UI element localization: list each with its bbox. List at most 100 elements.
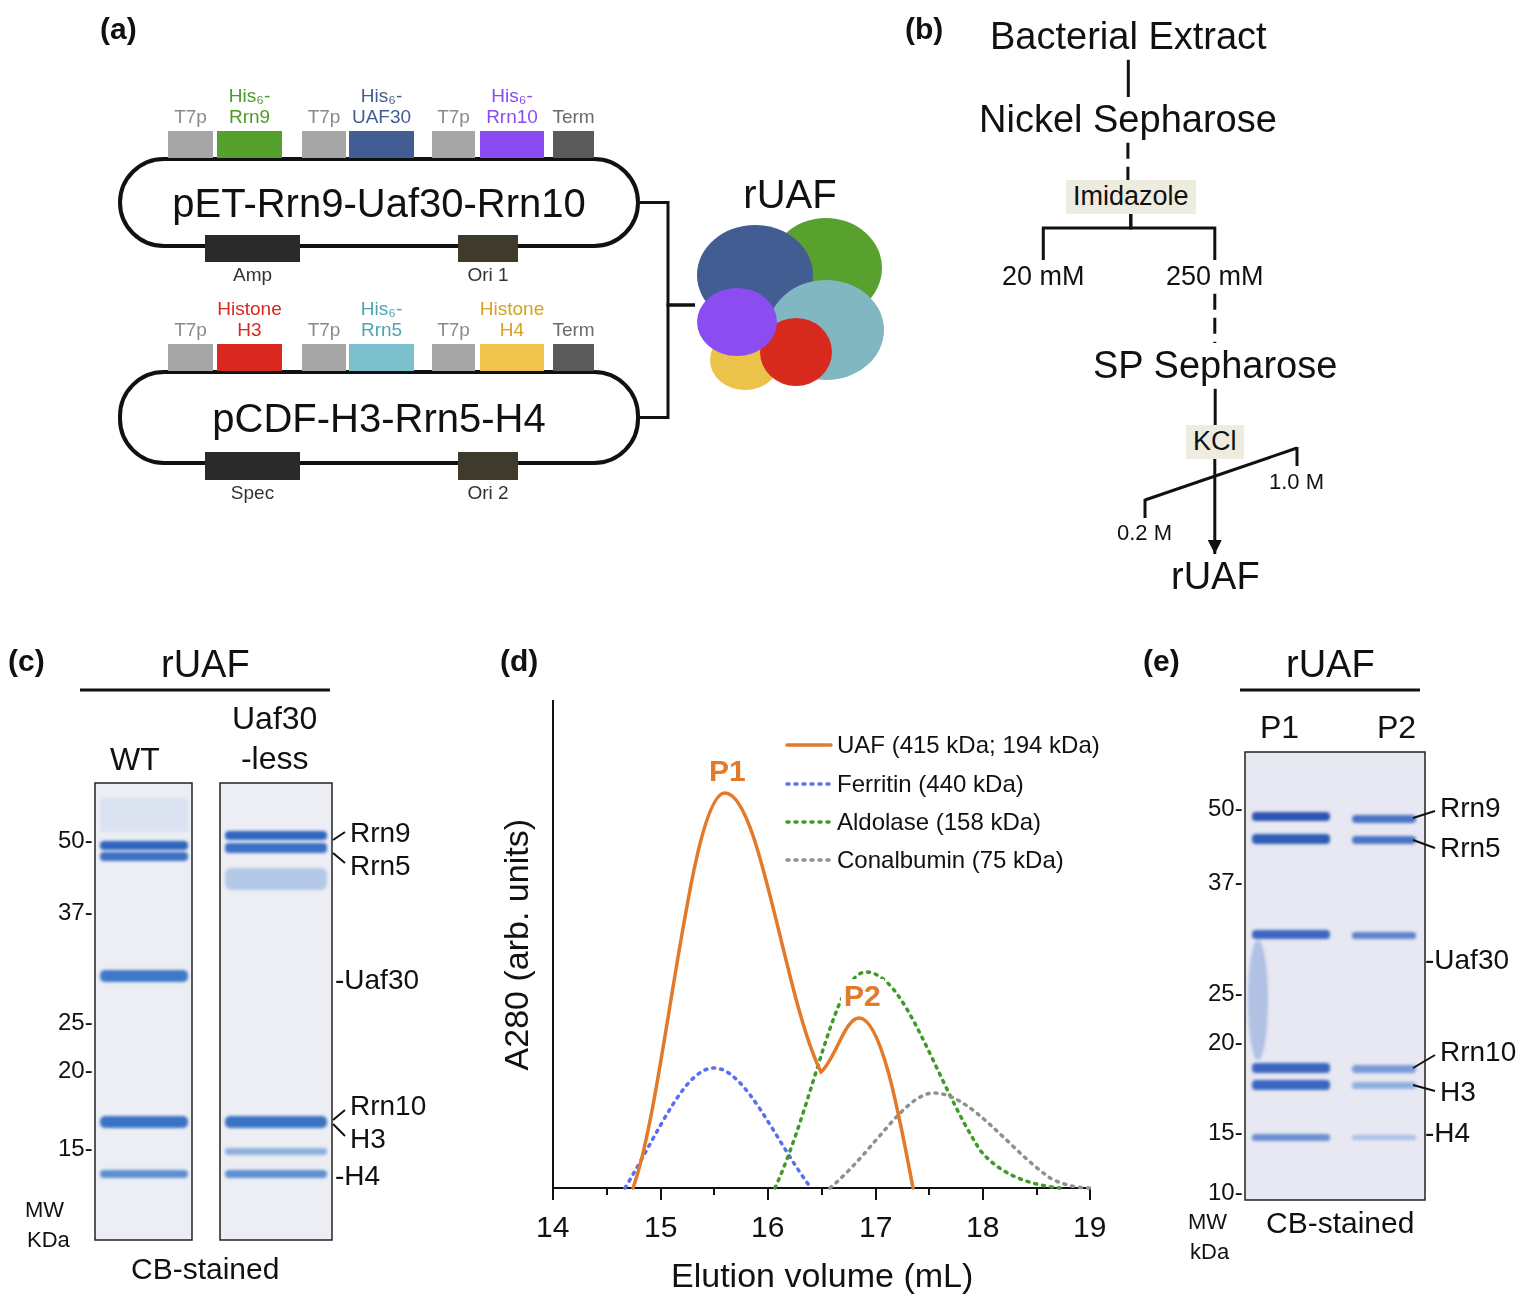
flow-step: rUAF bbox=[1167, 554, 1264, 600]
label-text: 10- bbox=[1208, 1179, 1243, 1205]
label-text: (e) bbox=[1143, 644, 1180, 677]
label-text: 14 bbox=[536, 1210, 569, 1243]
label-text: CB-stained bbox=[131, 1252, 279, 1285]
node-text: rUAF bbox=[1171, 556, 1260, 598]
legend-text: Ferritin (440 kDa) bbox=[837, 771, 1024, 797]
plasmid-element: Spec bbox=[205, 452, 300, 480]
legend-sample bbox=[785, 779, 833, 789]
gene-cassette: T7p bbox=[302, 344, 346, 371]
gel-image bbox=[1245, 752, 1425, 1200]
element-label: His₆- UAF30 bbox=[352, 86, 411, 128]
label-text: 1.0 M bbox=[1269, 470, 1324, 494]
element-label: T7p bbox=[308, 320, 341, 341]
gel-image bbox=[100, 1170, 188, 1178]
gel-image bbox=[1252, 1080, 1330, 1090]
gel-image bbox=[1252, 834, 1330, 844]
label-text: 20- bbox=[1208, 1029, 1243, 1055]
gel-image bbox=[1352, 815, 1416, 823]
chromatogram-curve bbox=[775, 972, 1060, 1188]
legend-sample bbox=[785, 855, 833, 865]
gel-image bbox=[225, 843, 327, 853]
label-text: Uaf30 -less bbox=[232, 698, 317, 778]
gel-image bbox=[1352, 836, 1416, 844]
label-text: 15- bbox=[1208, 1119, 1243, 1145]
element-label: T7p bbox=[174, 107, 207, 128]
complex-illustration bbox=[697, 218, 884, 390]
label-text: -H4 bbox=[1425, 1118, 1470, 1149]
label-text: 19 bbox=[1073, 1210, 1106, 1243]
label-text: Elution volume (mL) bbox=[671, 1257, 973, 1294]
chart-axes bbox=[767, 1188, 769, 1200]
label-text: 37- bbox=[1208, 869, 1243, 895]
gene-cassette: Histone H3 bbox=[217, 344, 282, 371]
node-text: rUAF bbox=[743, 172, 836, 216]
label-text: (c) bbox=[8, 644, 45, 677]
gene-cassette: Term bbox=[553, 344, 594, 371]
element-label: T7p bbox=[437, 320, 470, 341]
gel-image bbox=[225, 831, 327, 840]
leader-line bbox=[1413, 840, 1435, 848]
element-label: Spec bbox=[231, 483, 274, 504]
label-text: P1 bbox=[709, 754, 746, 787]
gene-cassette: Histone H4 bbox=[480, 344, 544, 371]
gel-image bbox=[225, 1148, 327, 1155]
connector bbox=[640, 305, 695, 418]
leader-line bbox=[1413, 1055, 1435, 1068]
label-text: 0.2 M bbox=[1117, 521, 1172, 545]
label-text: Rrn9 bbox=[1440, 793, 1501, 824]
label-text: CB-stained bbox=[1266, 1206, 1414, 1239]
label-text: 17 bbox=[859, 1210, 892, 1243]
flow-step: 250 mM bbox=[1162, 260, 1268, 294]
chart-axes bbox=[875, 1188, 877, 1200]
legend-sample bbox=[787, 782, 831, 786]
gel-image bbox=[1352, 1065, 1416, 1073]
node-text: KCl bbox=[1193, 427, 1237, 457]
connector bbox=[640, 203, 695, 306]
label-text: Rrn9 bbox=[350, 818, 411, 849]
element-label: Amp bbox=[233, 265, 272, 286]
plasmid-element: Ori 1 bbox=[458, 235, 518, 262]
label-text: WT bbox=[110, 742, 160, 777]
gel-image bbox=[1252, 812, 1330, 821]
label-text: P2 bbox=[841, 979, 884, 1012]
leader-line bbox=[333, 832, 345, 840]
gel-image bbox=[1352, 1135, 1416, 1140]
flow-step: 20 mM bbox=[998, 260, 1089, 294]
label-text: P1 bbox=[1260, 710, 1299, 745]
flow-step: Bacterial Extract bbox=[986, 14, 1271, 60]
element-label: Ori 2 bbox=[467, 483, 508, 504]
gene-cassette: T7p bbox=[302, 131, 346, 158]
label-text: (b) bbox=[905, 12, 943, 45]
leader-line bbox=[333, 853, 345, 863]
node-text: Bacterial Extract bbox=[990, 16, 1267, 58]
chromatogram-curve bbox=[625, 1068, 811, 1188]
element-label: T7p bbox=[308, 107, 341, 128]
label-text: KDa bbox=[27, 1228, 70, 1252]
label-text: 16 bbox=[751, 1210, 784, 1243]
element-label: T7p bbox=[437, 107, 470, 128]
label-text: 15- bbox=[58, 1135, 93, 1161]
chart-axes bbox=[552, 700, 554, 1189]
plasmid-outline bbox=[120, 159, 638, 246]
element-label: Histone H4 bbox=[480, 299, 544, 341]
label-text: 37- bbox=[58, 899, 93, 925]
gel-image bbox=[225, 1116, 327, 1128]
gel-image bbox=[220, 783, 332, 1240]
leader-line bbox=[333, 1110, 345, 1120]
plasmid-element: Amp bbox=[205, 235, 300, 262]
gel-image bbox=[1352, 1082, 1416, 1089]
chromatogram-curve bbox=[625, 793, 1090, 1188]
element-label: Histone H3 bbox=[217, 299, 281, 341]
label-text: MW bbox=[1188, 1210, 1227, 1234]
legend-sample bbox=[785, 740, 833, 750]
node-text: 250 mM bbox=[1166, 262, 1264, 292]
label-text: 25- bbox=[58, 1009, 93, 1035]
plasmid-outline bbox=[120, 372, 638, 463]
gel-image bbox=[100, 841, 188, 850]
label-text: Rrn10 bbox=[350, 1091, 426, 1122]
legend-text: Aldolase (158 kDa) bbox=[837, 809, 1041, 835]
condition-tag: KCl bbox=[1186, 425, 1244, 459]
chart-axes bbox=[1036, 1188, 1038, 1195]
legend-text: UAF (415 kDa; 194 kDa) bbox=[837, 732, 1100, 758]
gene-cassette: His₆- UAF30 bbox=[349, 131, 414, 158]
